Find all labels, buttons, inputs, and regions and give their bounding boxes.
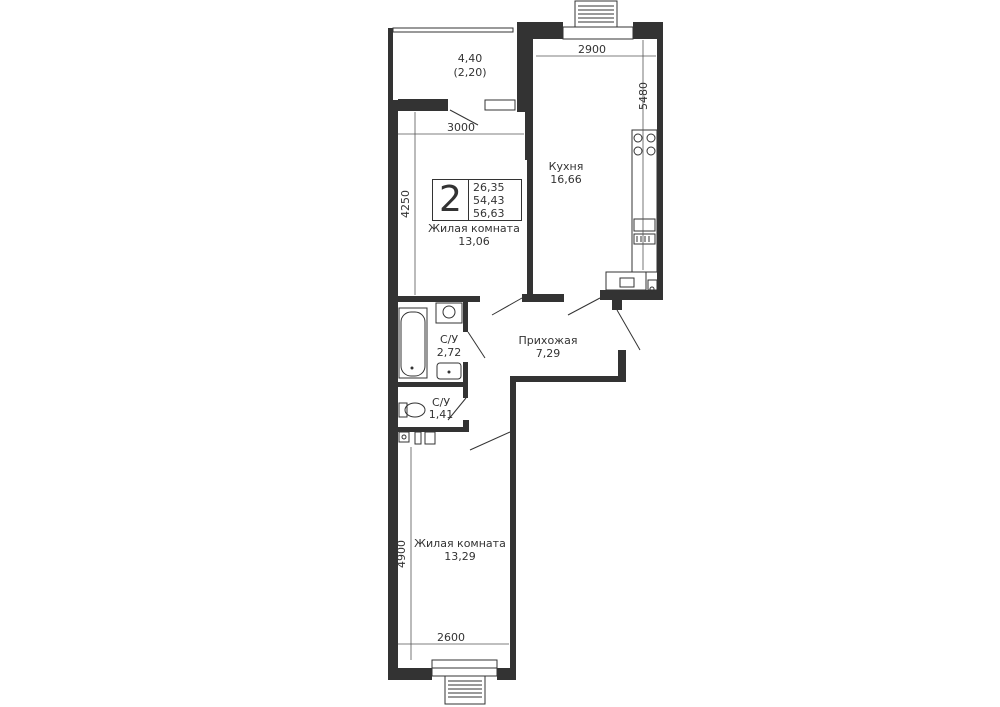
dimension-lines — [398, 40, 656, 660]
toilet-icon — [398, 402, 426, 418]
dim-kitchen-length: 5480 — [637, 82, 650, 110]
dim-living2-length: 4900 — [395, 540, 408, 568]
balcony-reduced-area: (2,20) — [453, 66, 487, 79]
bathroom2-area: 1,41 — [428, 408, 454, 421]
bathroom1-name: С/У — [439, 333, 459, 346]
radiator-bottom-icon — [444, 675, 486, 705]
area-living: 26,35 — [473, 181, 505, 194]
hallway-area: 7,29 — [535, 347, 561, 360]
living2-area: 13,29 — [444, 550, 476, 563]
living1-area: 13,06 — [458, 235, 490, 248]
kitchen-counter — [631, 129, 658, 273]
dim-living1-length: 4250 — [399, 190, 412, 218]
balcony-area: 4,40 — [457, 52, 483, 65]
kitchen-name: Кухня — [548, 160, 584, 173]
dim-kitchen-width: 2900 — [578, 43, 606, 56]
washing-machine-icon — [435, 302, 463, 324]
kitchen-area: 16,66 — [550, 173, 582, 186]
living2-name: Жилая комната — [414, 537, 506, 550]
kitchen-window — [562, 26, 634, 40]
area-total-with-balcony: 56,63 — [473, 207, 505, 220]
apartment-summary-badge: 2 26,35 54,43 56,63 — [432, 179, 522, 221]
rooms-count: 2 — [433, 180, 469, 220]
utility-shaft — [398, 431, 436, 445]
hallway-name: Прихожая — [518, 334, 578, 347]
bathroom2-name: С/У — [431, 396, 451, 409]
boiler-unit — [605, 271, 658, 292]
door-swings — [447, 109, 641, 451]
living1-name: Жилая комната — [428, 222, 520, 235]
walls — [388, 22, 663, 680]
dim-living2-width: 2600 — [437, 631, 465, 644]
dim-living1-width: 3000 — [447, 121, 475, 134]
sink-icon — [436, 362, 462, 380]
area-total: 54,43 — [473, 194, 505, 207]
bathtub-icon — [398, 307, 428, 379]
radiator-top-icon — [574, 0, 618, 28]
bathroom1-area: 2,72 — [436, 346, 462, 359]
